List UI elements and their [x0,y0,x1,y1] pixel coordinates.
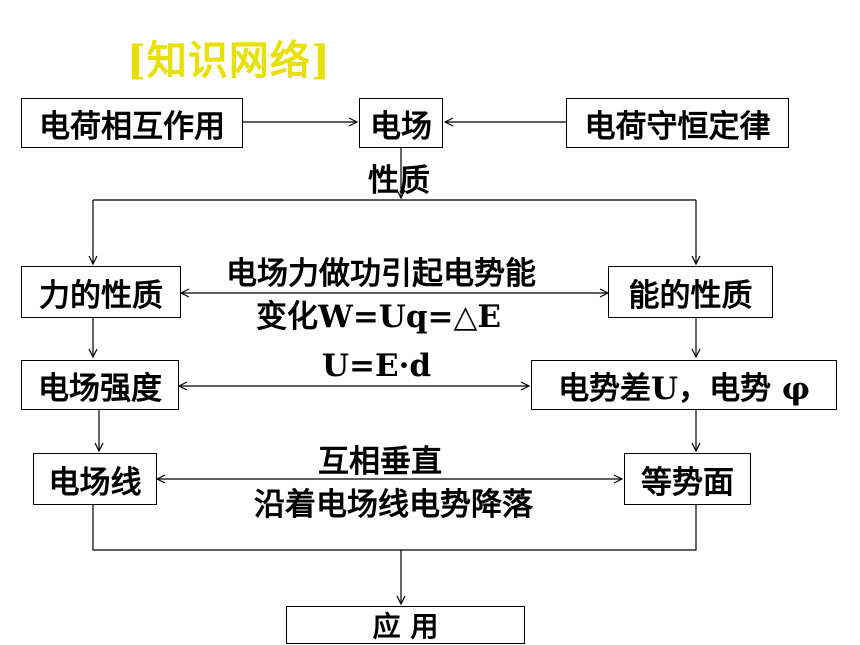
node-electric-field: 电场 [359,98,443,148]
node-equipotential: 等势面 [624,453,751,505]
page-title: [知识网络] [127,37,331,84]
node-energy-property: 能的性质 [608,266,773,318]
label-work-line2: 变化W=Uq=△E [256,299,501,335]
label-work-line1: 电场力做功引起电势能 [226,256,536,292]
label-perpendicular: 互相垂直 [318,444,442,480]
node-field-line: 电场线 [33,453,157,505]
node-field-strength: 电场强度 [21,360,179,410]
node-charge-interaction: 电荷相互作用 [21,98,243,148]
label-along-line: 沿着电场线电势降落 [254,487,533,523]
label-property: 性质 [368,163,430,199]
node-application: 应 用 [286,606,525,644]
node-charge-conservation: 电荷守恒定律 [566,98,789,148]
merge-lines [92,504,697,551]
label-relation: U=E·d [322,348,432,384]
node-force-property: 力的性质 [21,266,181,318]
node-potential-difference: 电势差U，电势 φ [531,360,837,410]
